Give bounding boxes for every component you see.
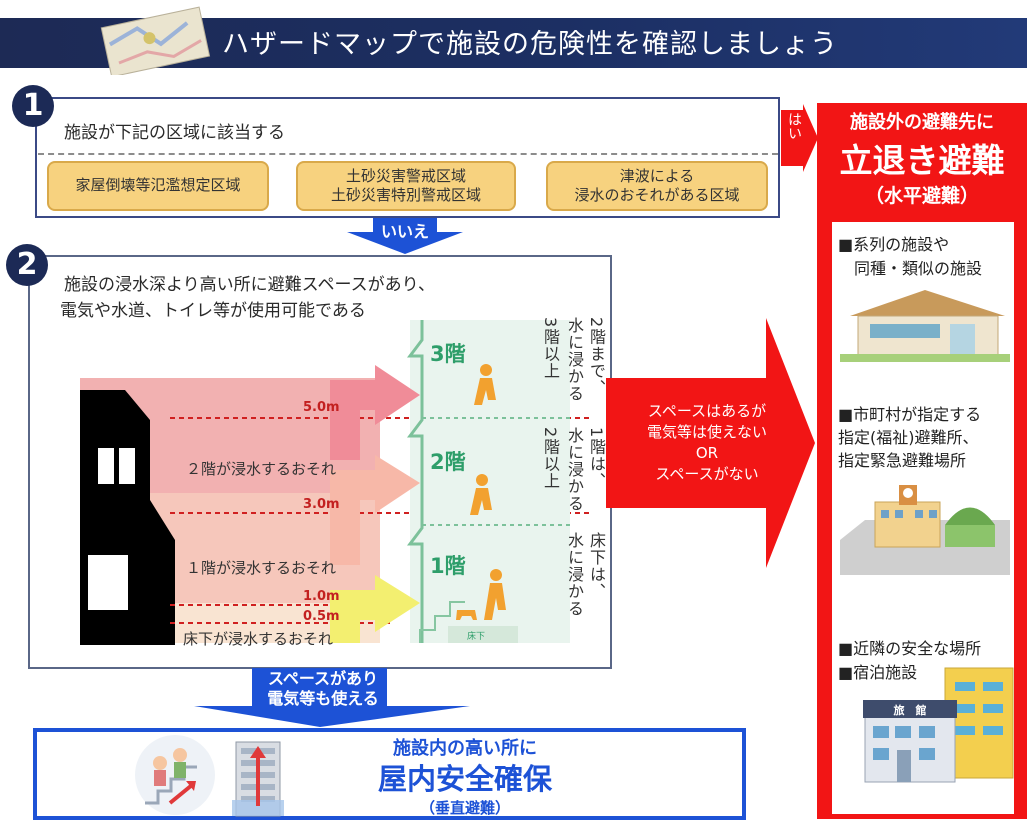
red-arrow-label: スペースはあるが 電気等は使えない OR スペースがない	[646, 402, 767, 483]
option-designated-shelter: ■市町村が指定する指定(福祉)避難所、指定緊急避難場所	[838, 405, 982, 470]
facility-building-icon	[840, 290, 1010, 362]
note-1f-a: 床下は、	[587, 532, 606, 600]
floor-1: 1階	[430, 554, 466, 578]
map-illustration-icon	[100, 6, 211, 75]
hotel-sign: 旅 館	[893, 704, 927, 717]
page-title: ハザードマップで施設の危険性を確認しましょう	[222, 29, 838, 60]
step2-question-line1: 施設の浸水深より高い所に避難スペースがあり、	[64, 275, 435, 295]
note-2f-b: 水に浸かる	[565, 427, 584, 512]
risk-first-floor: １階が浸水するおそれ	[186, 559, 337, 577]
option-affiliated: ■系列の施設や 同種・類似の施設	[838, 235, 983, 278]
risk-underfloor: 床下が浸水するおそれ	[183, 630, 334, 648]
note-2f-a: 1階は、	[587, 427, 606, 490]
step1-divider	[38, 153, 778, 155]
shelter-main: 屋内安全確保	[377, 762, 552, 796]
risk-second-floor: ２階が浸水するおそれ	[186, 460, 337, 478]
yes-arrow	[781, 104, 818, 172]
shelter-sub: （垂直避難）	[419, 799, 510, 817]
note-3f-a: 2階まで、	[587, 317, 606, 397]
level-5m: 5.0m	[303, 400, 340, 415]
building-vertical-evac-icon	[232, 741, 284, 817]
no-arrow	[347, 218, 463, 254]
people-stairs-icon	[135, 735, 215, 815]
school-shelter-icon	[840, 485, 1010, 575]
step2-badge: 2	[6, 244, 48, 286]
yes-label: はい	[786, 112, 802, 140]
option-nearby-hotel: ■近隣の安全な場所■宿泊施設	[838, 639, 982, 682]
level-1m: 1.0m	[303, 589, 340, 604]
floor-underfloor: 床下	[467, 632, 486, 642]
flood-depth-diagram	[80, 320, 590, 645]
red-arrow-to-evacuate	[606, 318, 815, 568]
note-3f-c: 3階以上	[541, 317, 560, 380]
step1-badge: 1	[12, 85, 54, 127]
evacuate-main: 立退き避難	[839, 141, 1005, 180]
zone-flood-collapse: 家屋倒壊等氾濫想定区域	[47, 161, 269, 211]
zone-landslide: 土砂災害警戒区域土砂災害特別警戒区域	[296, 161, 516, 211]
level-3m: 3.0m	[303, 497, 340, 512]
evacuate-heading: 施設外の避難先に	[850, 112, 994, 133]
blue-arrow-down	[194, 668, 470, 727]
floor-2: 2階	[430, 450, 466, 474]
hotel-icon	[863, 667, 1014, 783]
note-2f-c: 2階以上	[541, 427, 560, 490]
floor-3: 3階	[430, 342, 466, 366]
level-0-5m: 0.5m	[303, 609, 340, 624]
note-3f-b: 水に浸かる	[565, 317, 584, 402]
note-1f-b: 水に浸かる	[565, 532, 584, 617]
zone-tsunami: 津波による浸水のおそれがある区域	[546, 161, 768, 211]
blue-arrow-label: スペースがあり 電気等も使える	[267, 669, 379, 708]
step1-question: 施設が下記の区域に該当する	[64, 123, 285, 143]
evacuate-sub: （水平避難）	[864, 185, 979, 207]
no-label: いいえ	[380, 222, 429, 241]
step2-question-line2: 電気や水道、トイレ等が使用可能である	[60, 301, 366, 321]
shelter-line1: 施設内の高い所に	[393, 738, 537, 759]
